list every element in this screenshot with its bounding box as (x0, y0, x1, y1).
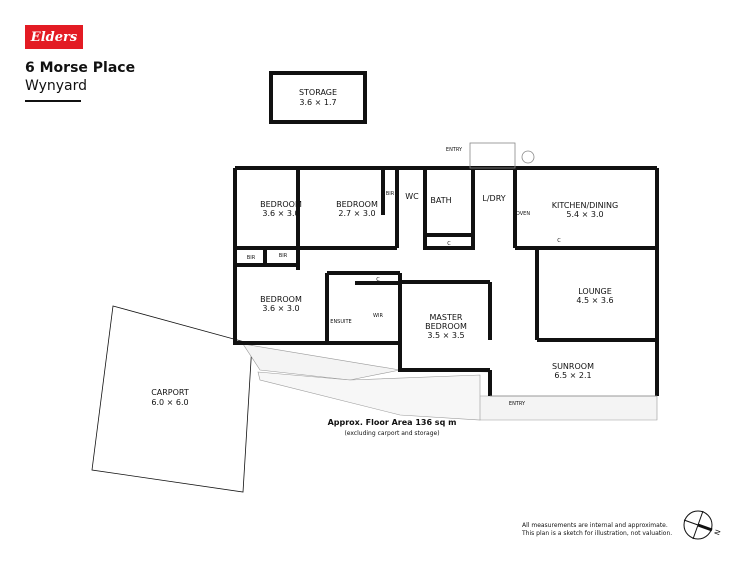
compass-icon: N (683, 510, 723, 540)
property-address: 6 Morse Place (25, 60, 136, 76)
floor-area-note: (excluding carport and storage) (344, 430, 439, 437)
bath-label: BATH (430, 196, 451, 205)
title-divider (25, 100, 81, 102)
disclaimer: All measurements are internal and approx… (522, 522, 672, 538)
elders-logo: Elders (25, 25, 83, 49)
logo-text: Elders (30, 29, 78, 45)
storage-walls (269, 71, 367, 124)
bedroom1-size: 3.6 × 3.0 (262, 209, 299, 218)
disclaimer-line-1: All measurements are internal and approx… (522, 522, 668, 529)
ensuite-label: ENSUITE (330, 319, 351, 325)
sunroom-entry-label: ENTRY (509, 401, 526, 407)
master-label-2: BEDROOM (425, 322, 467, 331)
carport-size: 6.0 × 6.0 (151, 398, 188, 407)
master-size: 3.5 × 3.5 (427, 331, 464, 340)
deck-lower (257, 371, 481, 421)
walls (233, 142, 659, 397)
bir-label-3: BIR (279, 253, 288, 259)
bir-label-2: BIR (247, 255, 256, 261)
entry-label: ENTRY (446, 147, 463, 153)
wir-cupboard-label: C (376, 277, 380, 283)
compass-north-label: N (713, 529, 722, 537)
wc-label: WC (405, 192, 419, 201)
kitchen-label: KITCHEN/DINING (552, 201, 618, 210)
bedroom3-label: BEDROOM (260, 295, 302, 304)
sunroom-size: 6.5 × 2.1 (554, 371, 591, 380)
storage-label: STORAGE (299, 88, 337, 97)
laundry-label: L/DRY (482, 194, 505, 203)
cupboard-label: C (447, 241, 451, 247)
oven-label: OVEN (516, 211, 530, 217)
floor-area: Approx. Floor Area 136 sq m (328, 418, 457, 427)
kitchen-cupboard-label: C (557, 238, 561, 244)
lounge-label: LOUNGE (578, 287, 612, 296)
bedroom1-label: BEDROOM (260, 200, 302, 209)
property-suburb: Wynyard (25, 78, 88, 94)
bedroom2-size: 2.7 × 3.0 (338, 209, 375, 218)
bedroom3-size: 3.6 × 3.0 (262, 304, 299, 313)
lounge-size: 4.5 × 3.6 (576, 296, 613, 305)
sunroom-label: SUNROOM (552, 362, 594, 371)
master-label-1: MASTER (430, 313, 463, 322)
disclaimer-line-2: This plan is a sketch for illustration, … (522, 530, 673, 537)
bedroom2-label: BEDROOM (336, 200, 378, 209)
storage-size: 3.6 × 1.7 (299, 98, 336, 107)
carport-label: CARPORT (151, 388, 189, 397)
bir-label: BIR (386, 191, 395, 197)
kitchen-size: 5.4 × 3.0 (566, 210, 603, 219)
wir-label: WIR (373, 313, 383, 319)
hot-water-unit (521, 150, 535, 164)
carport-outline (91, 305, 253, 493)
